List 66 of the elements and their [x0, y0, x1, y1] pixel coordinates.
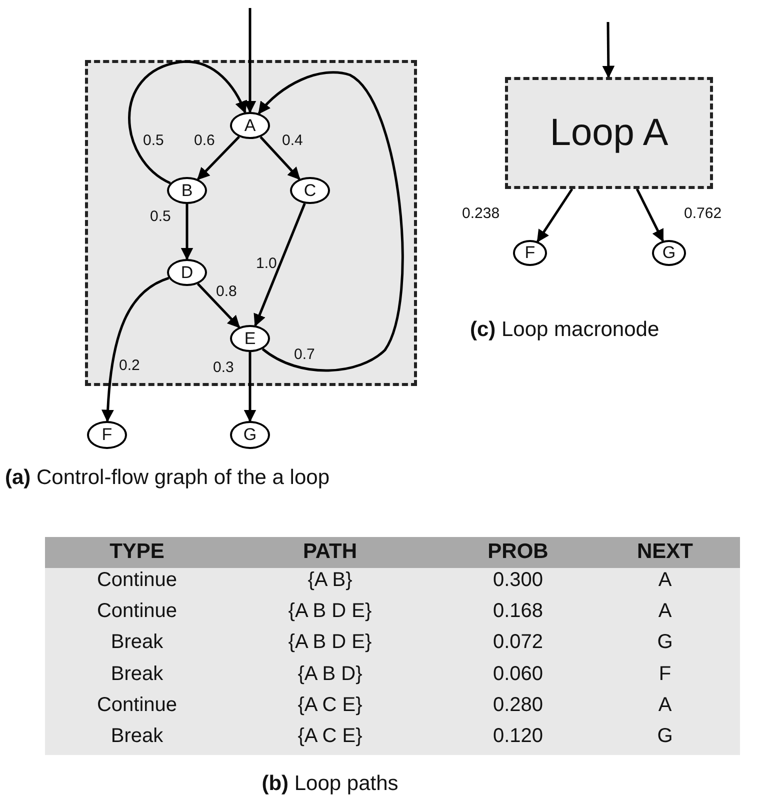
circle-node: C [290, 177, 330, 204]
column-header: PROB [488, 540, 548, 564]
edge-label: 1.0 [256, 255, 277, 272]
table-cell: Break [110, 662, 164, 686]
circle-node: G [652, 240, 686, 266]
dashed-region-box [85, 60, 417, 386]
circle-node: A [230, 112, 270, 139]
edge-label: 0.5 [143, 132, 164, 149]
macronode-box: Loop A [505, 77, 713, 189]
arrow [258, 71, 404, 372]
arrow [102, 276, 170, 422]
table-cell: A [658, 569, 672, 592]
table-cell: 0.300 [492, 569, 544, 592]
arrow [536, 188, 574, 242]
edge-label: 0.6 [194, 132, 215, 149]
table-cell: Break [110, 631, 164, 654]
table-cell: A [658, 694, 672, 717]
table-cell: 0.280 [492, 694, 544, 717]
arrow [244, 8, 256, 114]
table-cell: G [657, 631, 673, 654]
edge-label: 0.762 [684, 205, 722, 222]
caption: (c) Loop macronode [470, 318, 660, 342]
edge-label: 0.4 [282, 132, 303, 149]
arrow [260, 136, 300, 180]
caption: (a) Control-flow graph of the a loop [5, 466, 330, 490]
edge-label: 0.3 [213, 359, 234, 376]
table-cell: 0.060 [492, 662, 544, 686]
arrow [197, 136, 240, 180]
column-header: NEXT [637, 540, 693, 564]
circle-node: F [513, 240, 547, 266]
arrow [602, 22, 615, 78]
arrow [196, 282, 240, 328]
circle-node: D [167, 259, 207, 286]
table-cell: Break [110, 725, 164, 748]
caption: (b) Loop paths [262, 772, 398, 796]
arrow [254, 203, 306, 327]
table-cell: F [658, 662, 672, 686]
edge-label: 0.2 [119, 357, 140, 374]
table-cell: 0.072 [492, 631, 544, 654]
table-cell: Continue [96, 569, 178, 592]
table-cell: {A C E} [298, 694, 362, 717]
table-cell: {A B D} [298, 662, 362, 686]
circle-node: E [230, 325, 270, 352]
arrow [180, 204, 194, 260]
edge-label: 0.5 [150, 208, 171, 225]
arrow [128, 60, 247, 184]
column-header: PATH [302, 540, 358, 564]
table-cell: A [658, 600, 672, 624]
column-header: TYPE [110, 540, 164, 564]
table-cell: {A B D E} [288, 600, 372, 624]
edge-label: 0.8 [216, 283, 237, 300]
table-cell: 0.168 [492, 600, 544, 624]
table-cell: {A B} [308, 569, 352, 592]
table-cell: 0.120 [492, 725, 544, 748]
table-cell: {A C E} [298, 725, 362, 748]
table-cell: {A B D E} [288, 631, 372, 654]
table-cell: Continue [96, 600, 178, 624]
arrow [244, 352, 256, 422]
circle-node: F [87, 421, 127, 449]
edge-label: 0.238 [462, 205, 500, 222]
edge-label: 0.7 [294, 346, 315, 363]
arrow [636, 188, 664, 242]
table-cell: Continue [96, 694, 178, 717]
circle-node: G [230, 421, 270, 449]
table-cell: G [657, 725, 673, 748]
circle-node: B [167, 177, 207, 204]
